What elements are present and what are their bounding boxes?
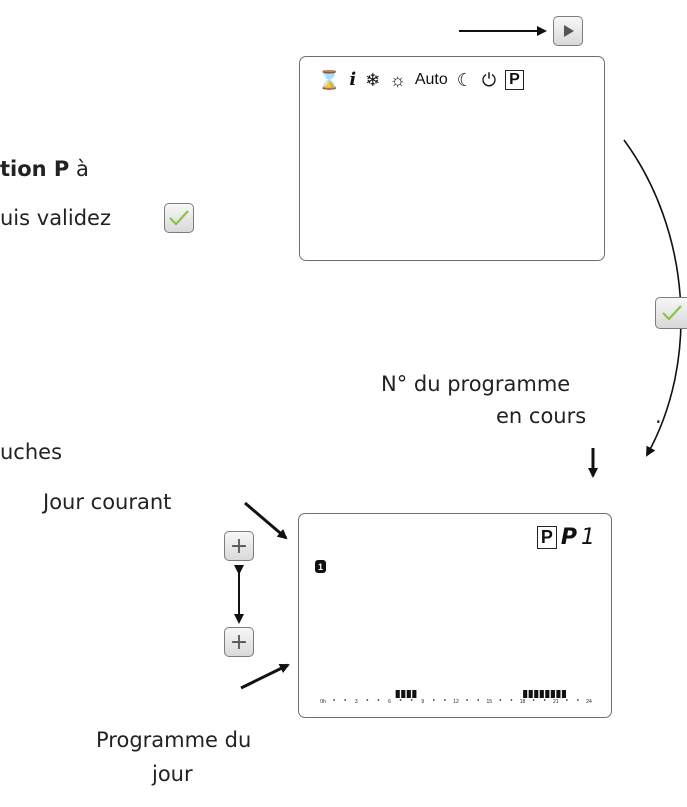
hour-dot — [543, 699, 546, 701]
hour-dot — [510, 699, 513, 701]
mode-icon-row: ⌛ i ❄ ☼ Auto ☾ ⏻ P — [318, 68, 524, 92]
intro-line-3: uches — [0, 440, 63, 464]
check-icon — [661, 305, 682, 321]
display-screen-bottom: P P 1 1 0h 3 6 9 12 15 18 21 24 — [298, 513, 612, 718]
timeline-tick-label: 6 — [388, 699, 391, 705]
day-program-label-2: jour — [152, 762, 193, 786]
hour-dot — [577, 699, 579, 701]
hour-dot — [532, 699, 535, 701]
p-box: P — [505, 69, 524, 91]
timeline-tick-label: 12 — [453, 699, 459, 705]
hour-dot — [344, 699, 347, 701]
timeline-tick-label: 15 — [486, 699, 492, 705]
hour-dot — [466, 699, 468, 701]
next-key[interactable] — [553, 16, 583, 46]
hourglass-icon: ⌛ — [318, 70, 341, 90]
comfort-segment — [539, 690, 544, 698]
validate-key[interactable] — [655, 297, 687, 329]
comfort-segment — [556, 690, 561, 698]
plus-icon: + — [229, 533, 249, 559]
arrow-programme-du-jour — [240, 663, 290, 690]
intro-line-1: tion P à — [0, 157, 89, 181]
play-icon — [564, 25, 574, 37]
hour-dot — [565, 699, 568, 701]
comfort-segment — [545, 690, 550, 698]
hour-dot — [366, 699, 369, 701]
plus-key-top[interactable]: + — [224, 531, 254, 561]
timeline-tick-label: 9 — [421, 699, 424, 705]
timeline-tick-label: 3 — [355, 699, 358, 705]
hour-dot — [477, 699, 480, 701]
program-number-label-2: en cours — [496, 404, 587, 428]
timeline-tick-label: 0h — [320, 699, 326, 705]
current-day-label: Jour courant — [43, 490, 172, 514]
snowflake-icon: ❄ — [365, 70, 381, 90]
plus-icon: + — [229, 629, 249, 655]
timeline-tick-label: 24 — [586, 699, 592, 705]
comfort-segment — [534, 690, 539, 698]
plus-key-bottom[interactable]: + — [224, 627, 254, 657]
day-program-label: Programme du — [96, 728, 252, 752]
sun-icon: ☼ — [389, 70, 406, 90]
auto-label: Auto — [414, 71, 448, 88]
check-icon — [169, 210, 189, 226]
comfort-segment — [401, 690, 406, 698]
program-number-label: N° du programme — [381, 372, 571, 396]
day-program-timeline: 0h 3 6 9 12 15 18 21 24 — [320, 690, 592, 705]
hour-dot — [444, 699, 446, 701]
hour-dot — [432, 699, 435, 701]
current-day-indicator: 1 — [315, 560, 326, 573]
moon-icon: ☾ — [456, 70, 473, 90]
hour-dot — [410, 699, 413, 701]
comfort-segment — [395, 690, 400, 698]
timeline-tick-label: 21 — [553, 699, 559, 705]
intro-line-2: uis validez — [0, 206, 111, 230]
hour-dot — [499, 699, 502, 701]
hour-dot — [377, 699, 380, 701]
comfort-segment — [406, 690, 411, 698]
info-icon: i — [349, 69, 357, 90]
timeline-tick-label: 18 — [520, 699, 526, 705]
display-screen-top: ⌛ i ❄ ☼ Auto ☾ ⏻ P — [299, 56, 605, 261]
comfort-segment — [523, 690, 528, 698]
program-indicator: P P 1 — [536, 525, 595, 550]
comfort-segment — [561, 690, 567, 698]
comfort-segment — [528, 690, 533, 698]
comfort-segment — [550, 690, 555, 698]
intro-bold-text: tion P — [0, 157, 70, 181]
program-number-digit: 1 — [581, 525, 595, 550]
power-icon: ⏻ — [481, 70, 497, 90]
program-number-dot: . — [655, 404, 662, 428]
comfort-segment — [412, 690, 417, 698]
hour-dot — [333, 699, 335, 701]
segment-p: P — [560, 525, 577, 550]
validate-key-inline — [164, 203, 194, 233]
intro-rest-text: à — [69, 157, 89, 181]
p-box: P — [536, 526, 557, 549]
hour-dot — [399, 699, 402, 701]
